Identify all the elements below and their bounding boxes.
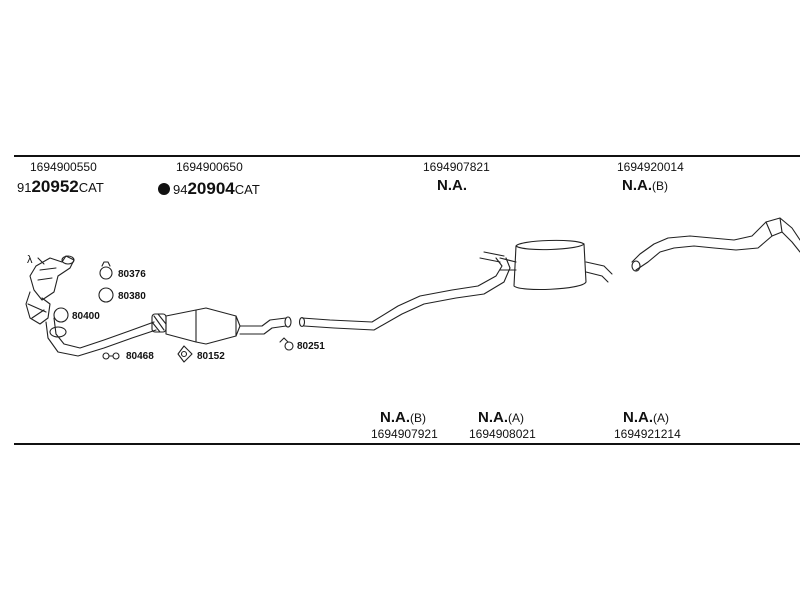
- na-variant: (B): [410, 411, 426, 425]
- ring-icon: [98, 287, 114, 303]
- part-number-1: 1694900550: [30, 160, 97, 174]
- na-text: N.A.: [478, 409, 508, 426]
- accessory-code-80468: 80468: [126, 351, 154, 362]
- front-pipe: [45, 317, 157, 357]
- part-number-6: 1694908021: [469, 427, 536, 441]
- rubber-hanger-icon: [279, 337, 294, 351]
- na-label-6: N.A.(A): [478, 410, 524, 425]
- part-number-5: 1694907921: [371, 427, 438, 441]
- catalog-code-main: 20952: [31, 177, 79, 196]
- catalog-code-2: 9420904CAT: [158, 180, 260, 197]
- na-variant: (A): [653, 411, 669, 425]
- middle-silencer: [499, 239, 613, 290]
- accessory-code-80400: 80400: [72, 311, 100, 322]
- catalog-code-prefix: 91: [17, 180, 32, 195]
- na-label-7: N.A.(A): [623, 410, 669, 425]
- accessory-code-80251: 80251: [297, 341, 325, 352]
- na-text: N.A.: [622, 177, 652, 194]
- part-number-3: 1694907821: [423, 160, 490, 174]
- flex-joint: [151, 313, 167, 333]
- na-text: N.A.: [437, 177, 467, 194]
- catalog-code-1: 9120952CAT: [17, 178, 104, 195]
- catalytic-converter: [165, 307, 292, 345]
- lambda-sensor-symbol: λ: [27, 254, 33, 266]
- bottom-rule: [14, 443, 800, 445]
- front-catalytic-converter: [25, 255, 75, 325]
- part-number-7: 1694921214: [614, 427, 681, 441]
- top-rule: [14, 155, 800, 157]
- catalog-code-suffix: CAT: [78, 180, 104, 195]
- rear-pipe: [631, 217, 800, 272]
- ring-clamp-icon: [53, 307, 69, 323]
- part-number-2: 1694900650: [176, 160, 243, 174]
- filled-dot-icon: [158, 183, 170, 195]
- na-label-4: N.A.(B): [622, 178, 668, 193]
- na-variant: (A): [508, 411, 524, 425]
- clamp-icon: [99, 261, 113, 280]
- na-text: N.A.: [380, 409, 410, 426]
- flange-gasket-icon: [177, 345, 193, 363]
- catalog-code-main: 20904: [187, 179, 235, 198]
- na-variant: (B): [652, 179, 668, 193]
- na-label-3: N.A.: [437, 178, 467, 193]
- bolt-pair-icon: [102, 352, 120, 360]
- intermediate-pipe: [298, 251, 511, 331]
- part-number-4: 1694920014: [617, 160, 684, 174]
- accessory-code-80152: 80152: [197, 351, 225, 362]
- na-text: N.A.: [623, 409, 653, 426]
- accessory-code-80376: 80376: [118, 269, 146, 280]
- accessory-code-80380: 80380: [118, 291, 146, 302]
- na-label-5: N.A.(B): [380, 410, 426, 425]
- catalog-code-suffix: CAT: [234, 182, 260, 197]
- catalog-code-prefix: 94: [173, 182, 188, 197]
